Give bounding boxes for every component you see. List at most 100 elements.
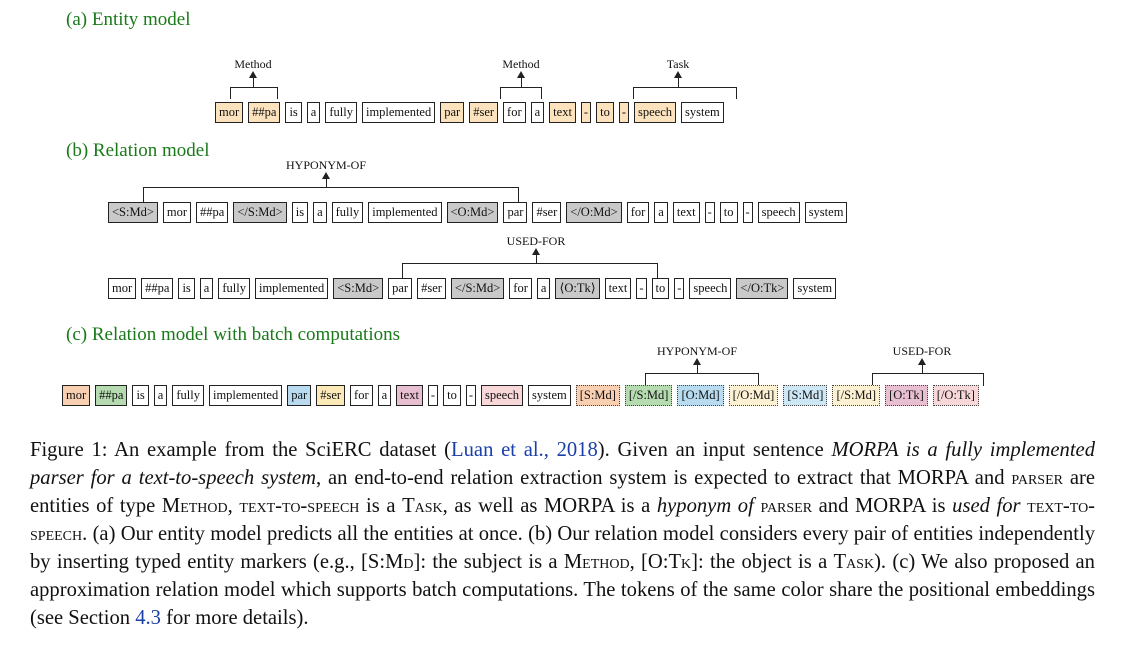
token: is	[178, 278, 195, 299]
bracket-method-2	[500, 87, 542, 99]
token: [S:Md]	[575, 385, 620, 406]
token: par	[388, 278, 413, 299]
token: <O:Md>	[446, 202, 499, 223]
token: </O:Md>	[566, 202, 622, 223]
label-method-2: Method	[502, 57, 540, 71]
arrow-used-for-b	[532, 248, 540, 263]
token: -	[636, 278, 647, 299]
token: mor	[215, 102, 244, 123]
token: <S:Md>	[108, 202, 158, 223]
token: implemented	[254, 278, 329, 299]
token: speech	[689, 278, 732, 299]
token: #ser	[469, 102, 499, 123]
token: for	[350, 385, 373, 406]
token: implemented	[368, 202, 442, 223]
citation-link[interactable]: Luan et al., 2018	[451, 439, 598, 461]
token: mor	[162, 202, 192, 223]
bracket-hyponym-of-b	[143, 187, 519, 202]
token: -	[427, 385, 439, 406]
bracket-used-for-c	[872, 373, 984, 386]
token: [/S:Md]	[832, 385, 881, 406]
token: -	[704, 202, 715, 223]
label-hyponym-of-b: HYPONYM-OF	[285, 158, 367, 172]
token: a	[306, 102, 321, 123]
token: <S:Md>	[333, 278, 384, 299]
token: is	[132, 385, 149, 406]
token: a	[530, 102, 545, 123]
token: to	[596, 102, 614, 123]
token: implemented	[361, 102, 436, 123]
token: a	[654, 202, 668, 223]
token: ##pa	[141, 278, 174, 299]
label-used-for-b: USED-FOR	[506, 234, 566, 248]
token: [/O:Tk]	[932, 385, 979, 406]
token: -	[742, 202, 753, 223]
token: speech	[634, 102, 677, 123]
label-used-for-c: USED-FOR	[892, 344, 952, 358]
token: speech	[757, 202, 800, 223]
token: par	[503, 202, 528, 223]
token: implemented	[208, 385, 283, 406]
token: system	[804, 202, 848, 223]
arrow-hyponym-of-b	[322, 172, 330, 187]
token: [O:Md]	[677, 385, 724, 406]
token: [/O:Md]	[728, 385, 779, 406]
token: a	[377, 385, 392, 406]
token: fully	[172, 385, 204, 406]
label-method-1: Method	[234, 57, 272, 71]
token: text	[396, 385, 423, 406]
bracket-method-1	[230, 87, 278, 99]
token: mor	[62, 385, 91, 406]
section-a-heading: (a) Entity model	[66, 9, 191, 30]
token: ⟨O:Tk⟩	[555, 278, 600, 299]
section-c-heading: (c) Relation model with batch computatio…	[66, 324, 401, 345]
arrow-hyponym-of-c	[693, 358, 701, 373]
token: </O:Tk>	[736, 278, 789, 299]
bracket-task	[633, 87, 737, 99]
token: -	[465, 385, 476, 406]
token: [O:Tk]	[885, 385, 928, 406]
token: ##pa	[248, 102, 281, 123]
bracket-used-for-b	[402, 263, 658, 278]
token: </S:Md>	[233, 202, 287, 223]
figure-caption: Figure 1: An example from the SciERC dat…	[30, 439, 1096, 629]
section-b-heading: (b) Relation model	[66, 140, 210, 161]
bracket-hyponym-of-c	[645, 373, 759, 386]
token: #ser	[532, 202, 562, 223]
token: -	[674, 278, 685, 299]
token: mor	[108, 278, 137, 299]
token: [S:Md]	[783, 385, 828, 406]
token: fully	[331, 202, 364, 223]
token: system	[528, 385, 571, 406]
token: fully	[325, 102, 357, 123]
label-task: Task	[666, 57, 690, 71]
arrow-task	[674, 71, 682, 87]
token: to	[719, 202, 738, 223]
token: a	[153, 385, 168, 406]
token: par	[440, 102, 465, 123]
section-link[interactable]: 4.3	[135, 607, 161, 629]
token: -	[580, 102, 592, 123]
token: text	[604, 278, 632, 299]
token: to	[651, 278, 670, 299]
token: a	[313, 202, 327, 223]
token: par	[287, 385, 312, 406]
token: #ser	[417, 278, 446, 299]
token: a	[199, 278, 214, 299]
arrow-method-2	[517, 71, 525, 87]
token: for	[509, 278, 532, 299]
token: text	[672, 202, 700, 223]
token: [/S:Md]	[624, 385, 673, 406]
token: -	[618, 102, 629, 123]
token: to	[443, 385, 461, 406]
token: a	[536, 278, 551, 299]
token: system	[681, 102, 724, 123]
token: ##pa	[95, 385, 128, 406]
token: text	[549, 102, 576, 123]
token: </S:Md>	[450, 278, 505, 299]
token: #ser	[316, 385, 346, 406]
